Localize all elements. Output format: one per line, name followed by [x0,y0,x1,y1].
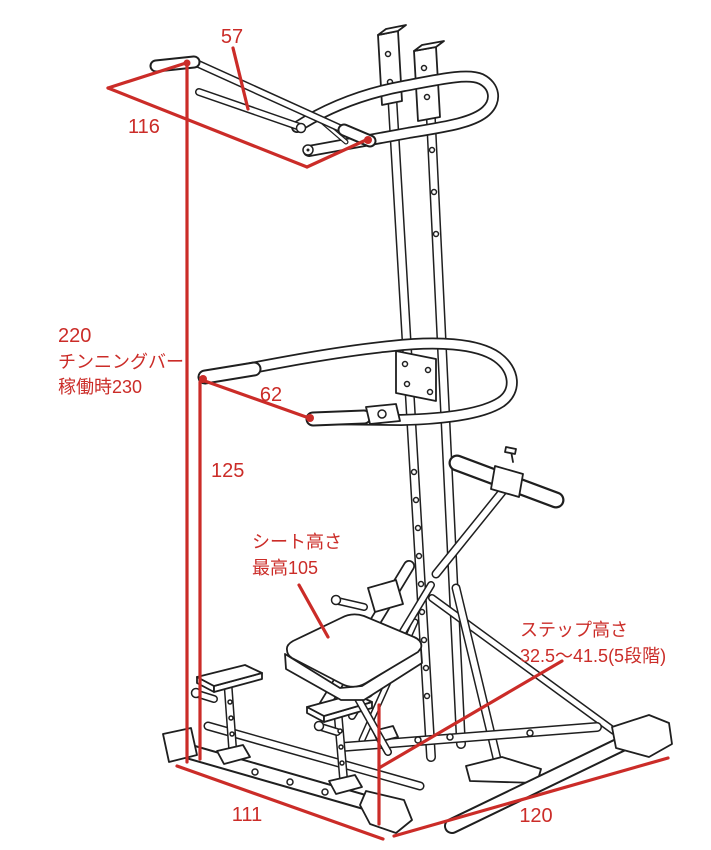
label-dip-grip-length: 62 [260,384,282,406]
leader-seat [297,583,330,639]
roller-arm [436,446,556,574]
adjust-pin [330,594,342,606]
dim-62-line [200,378,311,420]
label-base-depth: 111 [232,804,262,826]
seat-cushion [285,613,423,688]
leader-57 [231,46,250,111]
roller-clamp [490,465,524,498]
rear-foot-plate [465,756,542,784]
dim-111-line [175,764,385,841]
label-height-value: 220 [58,325,91,347]
label-height-note2: 稼働時230 [58,377,142,397]
step-b-foot [328,774,363,795]
left-rail-front-cap [359,790,413,834]
label-height-note1: チンニングバー [58,352,184,372]
equipment-line-art [156,24,673,834]
dim-116-line [106,86,309,169]
column-holes [410,146,440,700]
seat-clamp [367,579,404,613]
label-base-width: 120 [519,805,552,827]
dim-120-line [392,756,670,838]
step-a-foot [216,744,251,765]
left-rail-end-cap [162,727,198,763]
seat [284,613,423,752]
dimension-labels: 57 116 220 チンニングバー 稼働時230 62 125 シート高さ 最… [58,26,666,827]
dim-116-ext-left [106,61,188,90]
dip-bars [205,344,512,424]
dim-116-ext-right [305,138,368,169]
label-step-note1: ステップ高さ [520,620,628,640]
label-dip-bar-height: 125 [211,460,244,482]
label-step-note2: 32.5～41.5(5段階) [520,646,666,666]
step-a-platform [196,664,263,687]
roller-bolt [504,446,517,455]
label-seat-note1: シート高さ [252,532,342,552]
label-pullup-bar-width: 116 [128,116,160,138]
dimension-lines [106,46,670,841]
base-frame [162,714,673,834]
leader-step [377,659,564,770]
right-rail-end-cap [611,714,673,758]
label-top-grip-width: 57 [221,26,243,48]
label-seat-note2: 最高105 [252,558,318,578]
pullup-bar [156,62,370,156]
